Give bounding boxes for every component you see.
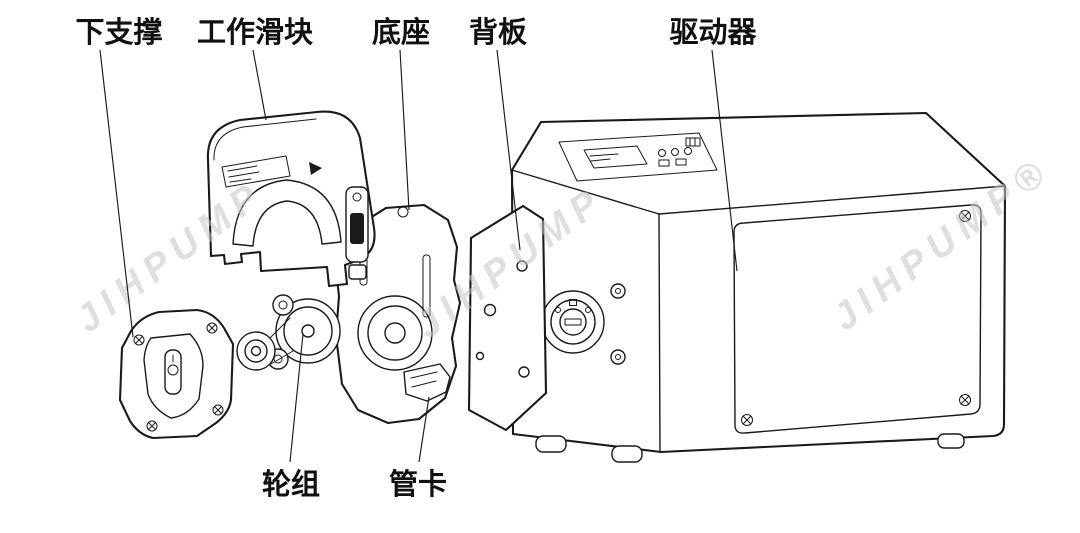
screw-icon <box>133 334 145 346</box>
leader-lower-support <box>99 49 134 338</box>
leader-driver <box>711 49 738 272</box>
top-knob <box>397 206 409 218</box>
label-work-slider: 工作滑块 <box>197 16 313 49</box>
bearing-ring <box>357 295 433 371</box>
leader-back-plate <box>496 49 521 251</box>
panel-key <box>658 159 670 167</box>
screw-icon <box>146 420 158 432</box>
line-art <box>118 110 1007 463</box>
label-wheel-set: 轮组 <box>262 467 320 501</box>
screw-icon <box>212 404 224 416</box>
part-pump-head-cover <box>118 308 235 440</box>
part-roller-assembly <box>236 294 341 371</box>
foot <box>937 433 965 449</box>
screw-icon <box>741 414 753 426</box>
screw-icon <box>959 210 971 222</box>
part-top-cover <box>206 110 376 288</box>
screw-icon <box>959 394 971 406</box>
mount-hole <box>516 260 528 272</box>
connector-socket <box>541 290 605 354</box>
mount-hole <box>483 303 497 317</box>
foot <box>611 445 643 463</box>
screw-icon <box>610 349 626 365</box>
label-driver: 驱动器 <box>669 16 757 49</box>
panel-badge <box>685 137 701 147</box>
label-back-plate: 背板 <box>469 16 528 49</box>
display-screen <box>583 145 648 169</box>
foot <box>535 435 567 453</box>
part-back-plate <box>467 204 548 432</box>
panel-knob <box>684 147 692 155</box>
label-base: 底座 <box>372 15 430 49</box>
leader-work-slider <box>252 49 267 121</box>
panel-key <box>675 158 687 166</box>
leader-lines <box>99 49 738 463</box>
guide-slot <box>422 254 431 318</box>
label-tube-clamp: 管卡 <box>389 467 447 501</box>
driver-control-panel <box>558 132 718 182</box>
panel-knob <box>658 149 666 157</box>
handle-arch <box>232 179 342 247</box>
mount-hole <box>475 351 485 361</box>
roller-hub <box>236 331 276 371</box>
work-slider <box>345 186 369 280</box>
arrow-marker-icon <box>309 162 322 175</box>
label-sticker <box>221 155 291 188</box>
screw-icon <box>610 283 626 299</box>
part-driver <box>510 111 1007 463</box>
driver-side-panel <box>733 204 982 434</box>
panel-knob <box>671 148 679 156</box>
screw-icon <box>206 322 218 334</box>
roller-wheel <box>272 294 294 316</box>
release-lever <box>164 349 182 395</box>
leader-tube-clamp <box>418 396 430 463</box>
part-labels: 下支撑 工作滑块 底座 背板 驱动器 轮组 管卡 <box>75 15 757 501</box>
leader-wheel-set <box>289 333 304 463</box>
mount-hole <box>518 366 530 378</box>
leader-base <box>399 49 410 211</box>
label-lower-support: 下支撑 <box>75 16 162 49</box>
part-tube-clamp <box>403 363 451 402</box>
slider-knob <box>350 213 364 244</box>
